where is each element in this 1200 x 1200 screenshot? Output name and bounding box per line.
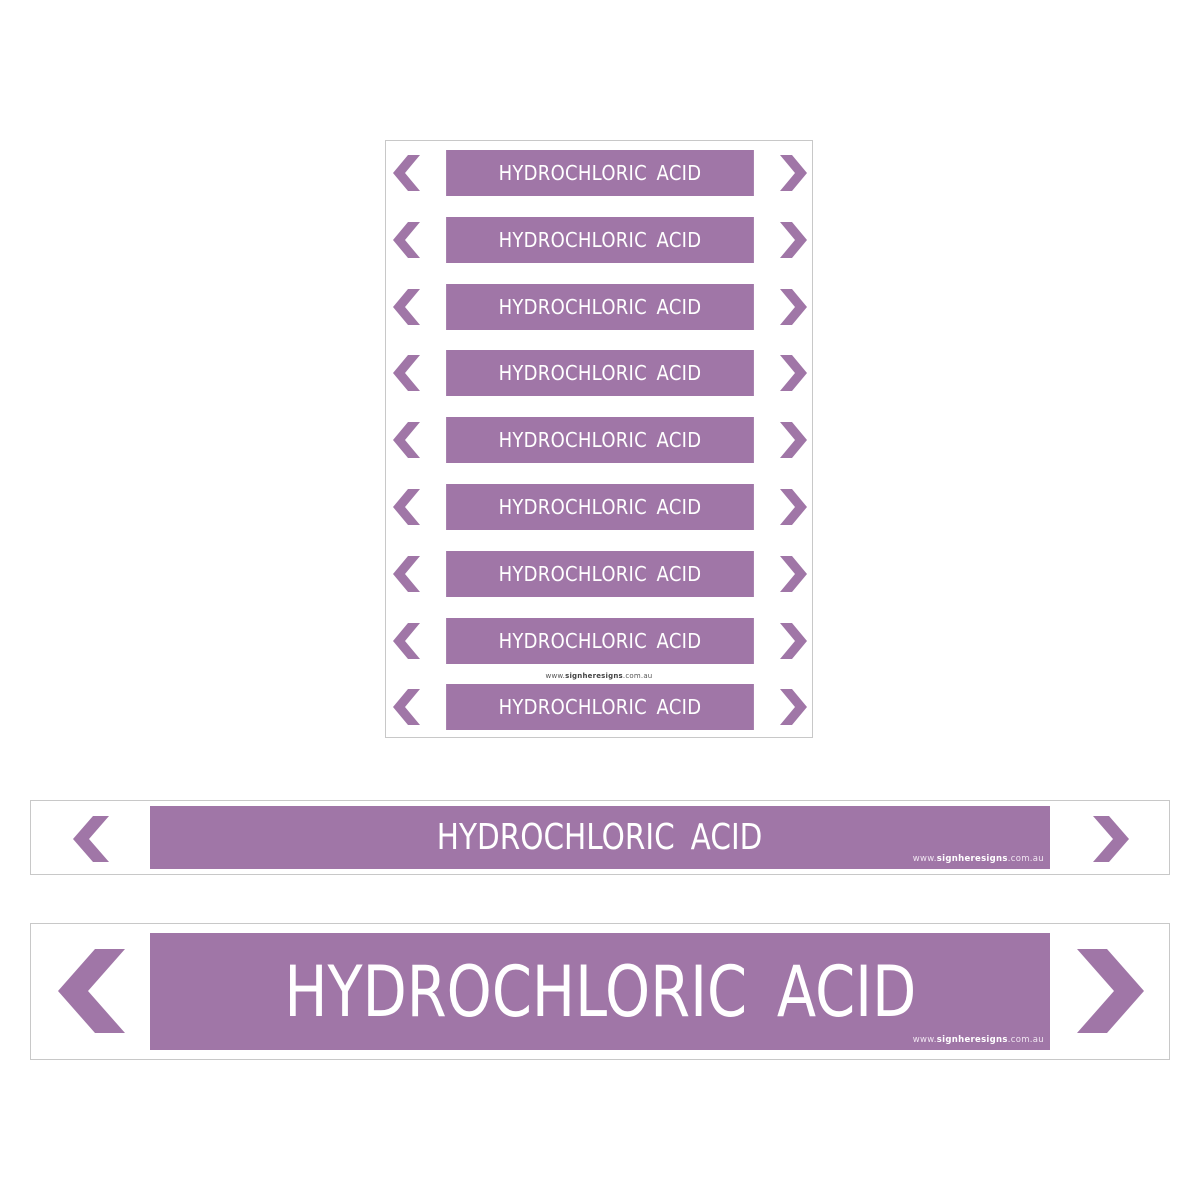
sheet-label: HYDROCHLORIC ACID [386, 684, 812, 731]
chevron-left-icon [393, 489, 420, 525]
chevron-right-icon [780, 155, 807, 191]
pipe-marker-large-text: HYDROCHLORIC ACID [284, 950, 916, 1033]
chevron-right-icon [780, 221, 807, 258]
sheet-label-text: HYDROCHLORIC ACID [498, 628, 702, 653]
chevron-right-icon [780, 355, 807, 392]
chevron-left-icon [393, 422, 420, 459]
sheet-label-text: HYDROCHLORIC ACID [498, 227, 702, 252]
chevron-right-icon [780, 689, 807, 726]
sheet-label-text: HYDROCHLORIC ACID [498, 361, 702, 386]
chevron-right-icon [780, 489, 807, 525]
chevron-left-icon [73, 816, 109, 862]
chevron-right-icon [780, 555, 807, 592]
sheet-label-text: HYDROCHLORIC ACID [498, 161, 702, 185]
chevron-right-icon [780, 422, 807, 459]
sheet-label: HYDROCHLORIC ACID [386, 283, 812, 330]
sheet-label-bar: HYDROCHLORIC ACID [446, 484, 754, 530]
sheet-label: HYDROCHLORIC ACID [386, 216, 812, 263]
sheet-label-text: HYDROCHLORIC ACID [498, 294, 702, 319]
sheet-label-bar: HYDROCHLORIC ACID [446, 283, 754, 330]
sheet-label-bar: HYDROCHLORIC ACID [446, 150, 754, 196]
pipe-marker-medium-text: HYDROCHLORIC ACID [437, 817, 763, 858]
sheet-label-text: HYDROCHLORIC ACID [498, 428, 702, 453]
chevron-left-icon [393, 288, 420, 325]
pipe-marker-large-website: www.signheresigns.com.au [912, 1035, 1044, 1045]
pipe-marker-large: HYDROCHLORIC ACID www.signheresigns.com.… [30, 923, 1170, 1060]
sheet-label: HYDROCHLORIC ACID [386, 617, 812, 664]
sheet-label-bar: HYDROCHLORIC ACID [446, 216, 754, 263]
chevron-left-icon [393, 221, 420, 258]
chevron-left-icon [393, 155, 420, 191]
chevron-right-icon [780, 288, 807, 325]
sheet-website: www.signheresigns.com.au [545, 672, 653, 680]
sheet-label: HYDROCHLORIC ACID [386, 350, 812, 397]
chevron-right-icon [1093, 816, 1129, 862]
chevron-left-icon [393, 555, 420, 592]
sheet-label-text: HYDROCHLORIC ACID [498, 561, 702, 586]
sheet-label-bar: HYDROCHLORIC ACID [446, 417, 754, 464]
chevron-right-icon [780, 622, 807, 659]
sheet-label: HYDROCHLORIC ACID [386, 417, 812, 464]
chevron-left-icon [393, 622, 420, 659]
sheet-label-bar: HYDROCHLORIC ACID [446, 550, 754, 597]
sheet-label: HYDROCHLORIC ACID [386, 550, 812, 597]
chevron-right-icon [1077, 949, 1144, 1033]
label-sheet: HYDROCHLORIC ACID HYDROCHLORIC ACID HYDROC… [385, 140, 813, 738]
chevron-left-icon [393, 689, 420, 726]
pipe-marker-large-bar: HYDROCHLORIC ACID www.signheresigns.com.… [150, 933, 1050, 1050]
chevron-left-icon [58, 949, 125, 1033]
sheet-label-text: HYDROCHLORIC ACID [498, 695, 702, 720]
pipe-marker-medium-website: www.signheresigns.com.au [912, 854, 1044, 864]
pipe-marker-medium: HYDROCHLORIC ACID www.signheresigns.com.… [30, 800, 1170, 875]
chevron-left-icon [393, 355, 420, 392]
sheet-label-bar: HYDROCHLORIC ACID [446, 350, 754, 397]
sheet-label-bar: HYDROCHLORIC ACID [446, 617, 754, 664]
sheet-label-bar: HYDROCHLORIC ACID [446, 684, 754, 731]
sheet-label-text: HYDROCHLORIC ACID [498, 495, 702, 519]
pipe-marker-medium-bar: HYDROCHLORIC ACID www.signheresigns.com.… [150, 806, 1050, 869]
sheet-label: HYDROCHLORIC ACID [386, 150, 812, 196]
sheet-label: HYDROCHLORIC ACID [386, 484, 812, 530]
